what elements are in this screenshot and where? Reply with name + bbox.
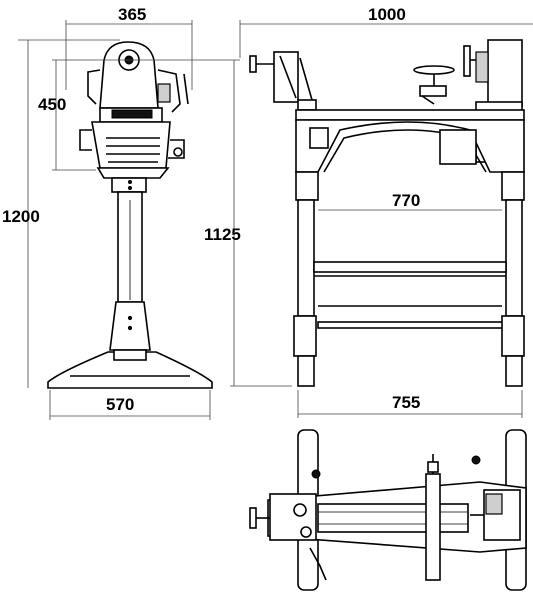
side-view (249, 39, 525, 387)
dim-front-base-width: 570 (106, 395, 134, 414)
dim-front-width: 365 (118, 5, 146, 24)
dim-front-total-height: 1200 (2, 207, 40, 226)
top-view (249, 429, 527, 591)
dim-side-length: 1000 (368, 5, 406, 24)
dim-side-height: 1125 (204, 225, 241, 244)
dim-side-leg-span: 770 (392, 191, 420, 210)
front-dimensions (18, 20, 240, 420)
dim-front-height-upper: 450 (38, 95, 66, 114)
side-dimensions (230, 20, 533, 418)
dim-side-base-length: 755 (392, 393, 420, 412)
front-view (47, 41, 213, 389)
